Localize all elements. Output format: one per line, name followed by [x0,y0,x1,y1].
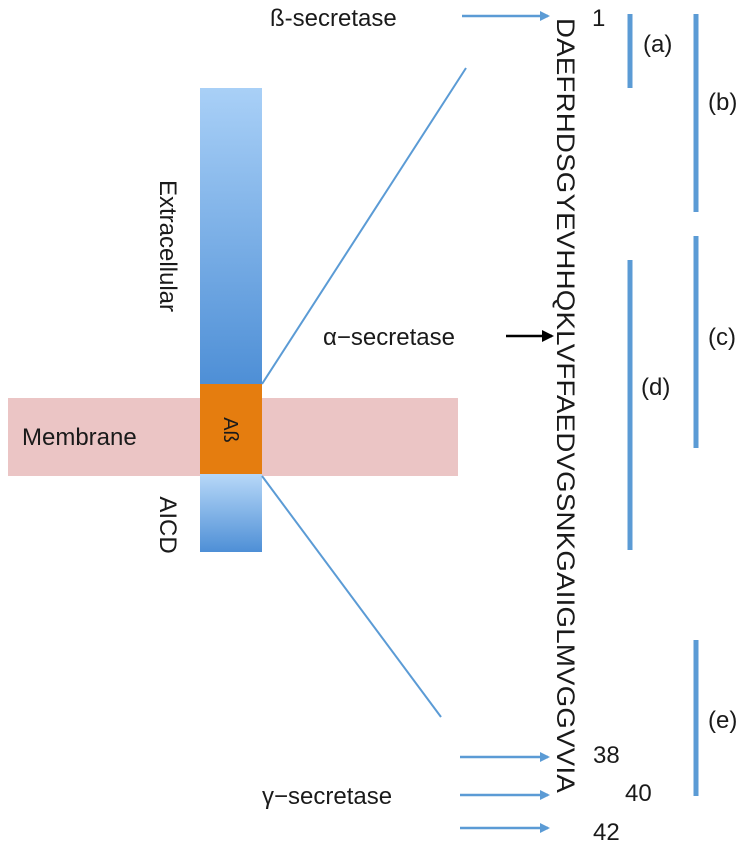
segment-label-b: (b) [708,89,737,116]
gamma-secretase-label: γ−secretase [262,783,392,810]
segment-label-d: (d) [641,374,670,401]
alpha-secretase-label: α−secretase [323,324,455,351]
abeta-box [200,384,262,474]
segment-label-e: (e) [708,707,737,734]
abeta-sequence: DAEFRHDSGYEVHHQKLVFFAEDVGSNKGAIIGLMVGGVV… [551,18,579,793]
membrane-label: Membrane [22,424,137,451]
extracellular-bar [200,88,262,384]
aicd-label: AICD [154,496,181,553]
zoom-line-bottom [261,475,442,718]
position-40: 40 [625,780,652,807]
position-1: 1 [592,5,605,32]
segment-label-a: (a) [643,31,672,58]
beta-secretase-label: ß-secretase [270,5,397,32]
abeta-label: Aß [219,417,241,443]
segment-label-c: (c) [708,324,736,351]
position-42: 42 [593,819,620,846]
zoom-line-top [261,67,467,385]
position-38: 38 [593,742,620,769]
extracellular-label: Extracellular [154,180,181,312]
aicd-bar [200,474,262,552]
